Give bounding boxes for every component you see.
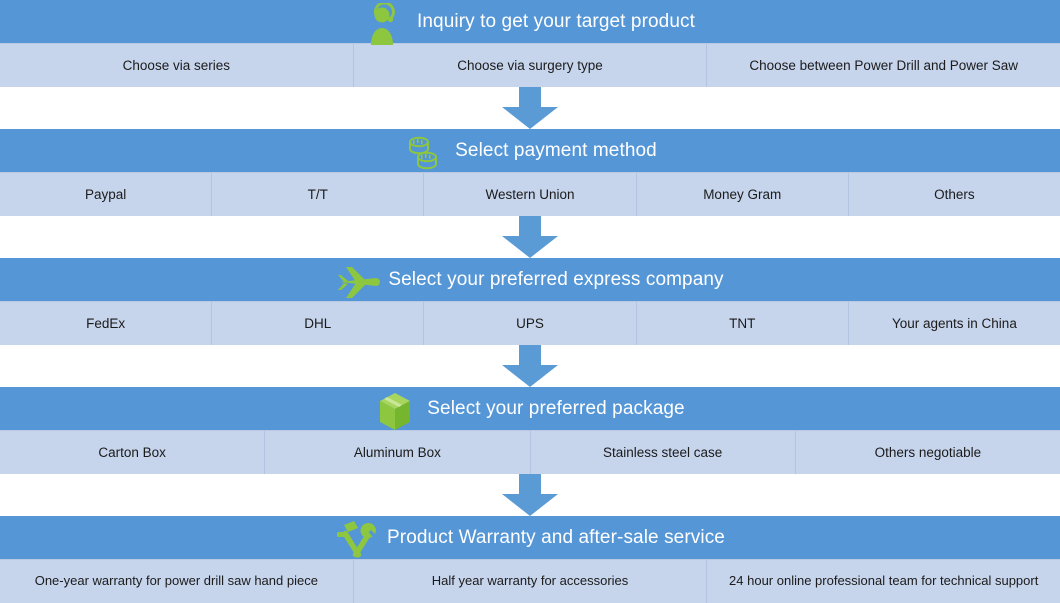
- option-24-hour-online-support[interactable]: 24 hour online professional team for tec…: [729, 573, 1039, 589]
- stage-payment-header: Select payment method: [0, 129, 1060, 172]
- stage-package-title: Select your preferred package: [427, 397, 685, 419]
- option-ups[interactable]: UPS: [424, 302, 637, 345]
- option-tt[interactable]: T/T: [212, 173, 425, 216]
- stage-inquiry-options: Choose via series Choose via surgery typ…: [0, 43, 1060, 87]
- stage-warranty-title: Product Warranty and after-sale service: [387, 526, 725, 548]
- option-money-gram[interactable]: Money Gram: [637, 173, 849, 216]
- stage-payment-title: Select payment method: [455, 139, 657, 161]
- connector-1: [0, 87, 1060, 129]
- connector-3: [0, 345, 1060, 387]
- down-arrow-icon: [502, 474, 558, 516]
- stage-express-options: FedEx DHL UPS TNT Your agents in China: [0, 301, 1060, 345]
- option-others-payment[interactable]: Others: [934, 186, 975, 202]
- stage-express: Select your preferred express company Fe…: [0, 258, 1060, 345]
- option-choose-via-series[interactable]: Choose via series: [0, 44, 354, 87]
- stage-package-header: Select your preferred package: [0, 387, 1060, 430]
- connector-4: [0, 474, 1060, 516]
- stage-payment-options: Paypal T/T Western Union Money Gram Othe…: [0, 172, 1060, 216]
- option-others-negotiable[interactable]: Others negotiable: [874, 444, 982, 460]
- option-carton-box[interactable]: Carton Box: [0, 431, 266, 474]
- option-dhl[interactable]: DHL: [212, 302, 425, 345]
- airplane-icon: [336, 259, 381, 301]
- down-arrow-icon: [502, 216, 558, 258]
- stage-inquiry-title: Inquiry to get your target product: [417, 10, 695, 32]
- connector-2: [0, 216, 1060, 258]
- stage-package-options: Carton Box Aluminum Box Stainless steel …: [0, 430, 1060, 474]
- option-half-year-warranty[interactable]: Half year warranty for accessories: [354, 560, 708, 603]
- coins-stack-icon: [403, 130, 443, 172]
- stage-express-title: Select your preferred express company: [388, 268, 724, 290]
- down-arrow-icon: [502, 345, 558, 387]
- stage-warranty-header: Product Warranty and after-sale service: [0, 516, 1060, 559]
- hammer-wrench-tools-icon: [335, 517, 376, 559]
- stage-warranty-options: One-year warranty for power drill saw ha…: [0, 559, 1060, 603]
- stage-package: Select your preferred package Carton Box…: [0, 387, 1060, 474]
- stage-payment: Select payment method Paypal T/T Western…: [0, 129, 1060, 216]
- option-choose-power-drill-or-saw[interactable]: Choose between Power Drill and Power Saw: [749, 57, 1018, 73]
- package-box-icon: [375, 388, 415, 430]
- option-aluminum-box[interactable]: Aluminum Box: [265, 431, 531, 474]
- stage-warranty: Product Warranty and after-sale service …: [0, 516, 1060, 603]
- option-tnt[interactable]: TNT: [637, 302, 849, 345]
- option-choose-via-surgery-type[interactable]: Choose via surgery type: [354, 44, 708, 87]
- option-fedex[interactable]: FedEx: [0, 302, 213, 345]
- stage-inquiry-header: Inquiry to get your target product: [0, 0, 1060, 45]
- option-stainless-steel-case[interactable]: Stainless steel case: [531, 431, 796, 474]
- stage-express-header: Select your preferred express company: [0, 258, 1060, 301]
- stage-inquiry: Inquiry to get your target product Choos…: [0, 0, 1060, 87]
- down-arrow-icon: [502, 87, 558, 129]
- option-western-union[interactable]: Western Union: [424, 173, 637, 216]
- option-one-year-warranty[interactable]: One-year warranty for power drill saw ha…: [0, 560, 354, 603]
- option-your-agents-in-china[interactable]: Your agents in China: [891, 315, 1017, 331]
- option-paypal[interactable]: Paypal: [0, 173, 213, 216]
- customer-service-person-icon: [365, 1, 405, 45]
